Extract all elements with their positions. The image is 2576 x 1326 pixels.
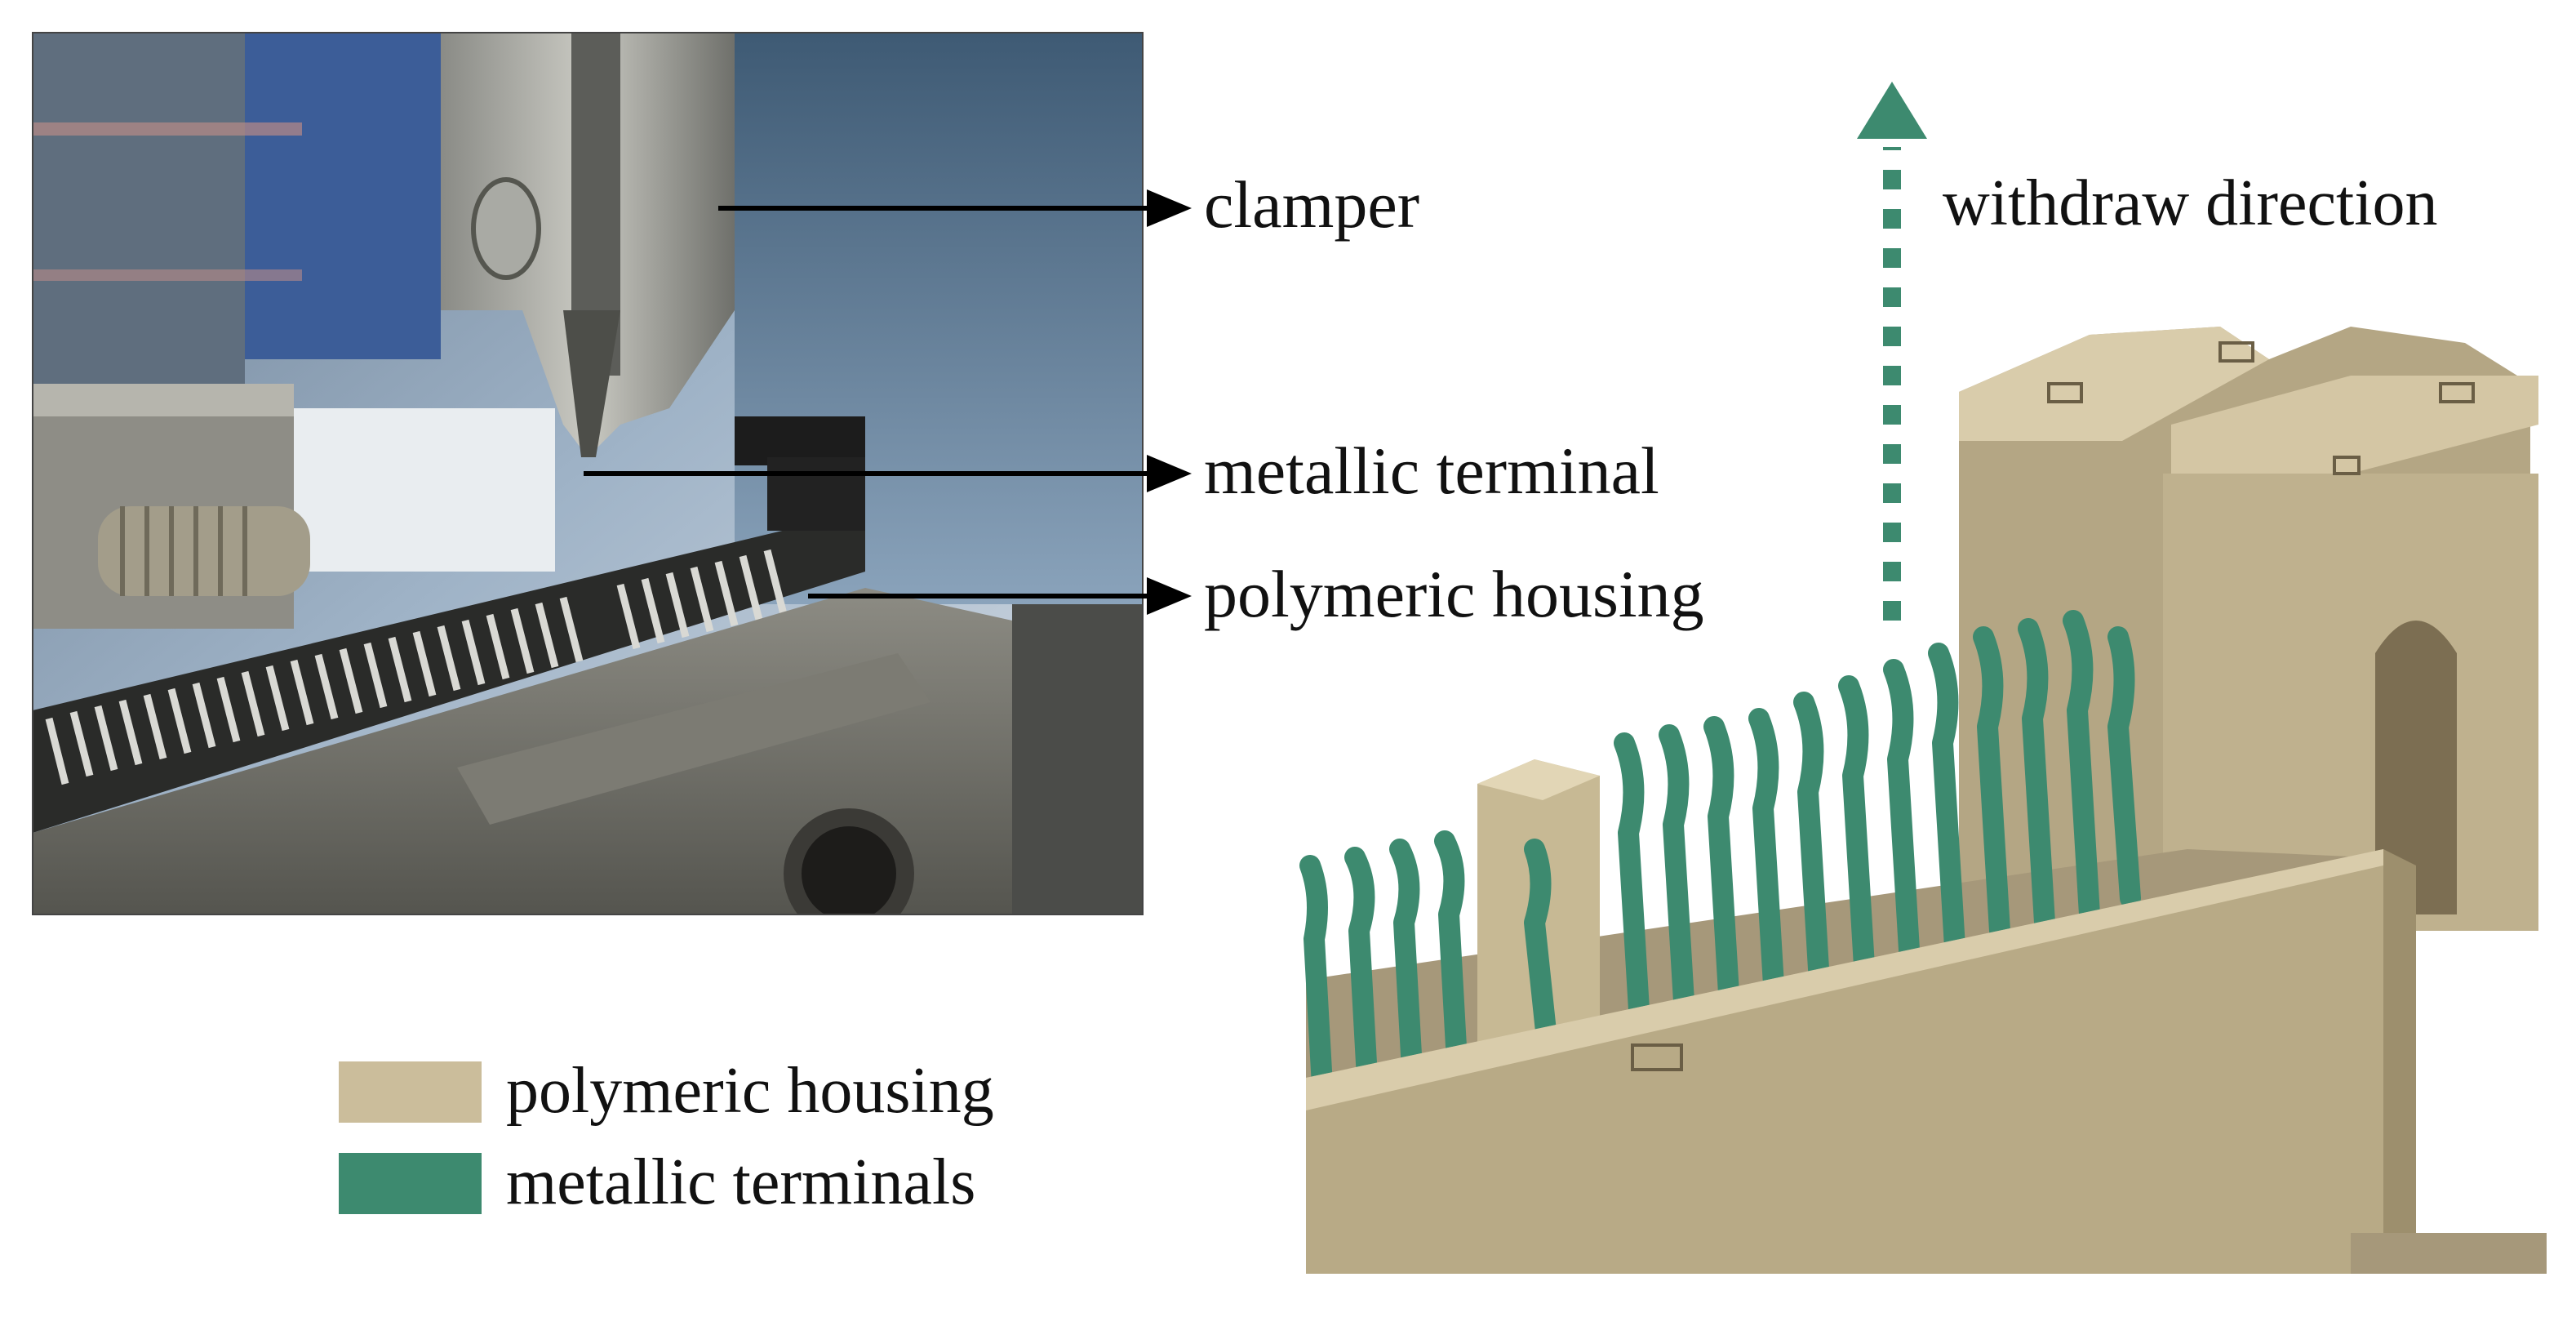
callout-polymeric-housing (808, 577, 1192, 615)
legend-label-polymeric-housing: polymeric housing (506, 1055, 994, 1127)
label-polymeric-housing: polymeric housing (1204, 557, 1704, 631)
cad-terminal-row (1299, 610, 2141, 1097)
legend-swatch-polymeric-housing (339, 1061, 482, 1123)
label-metallic-terminal: metallic terminal (1204, 434, 1659, 508)
label-withdraw-direction: withdraw direction (1943, 167, 2437, 239)
withdraw-arrow (1857, 82, 1927, 621)
connector-cad-model (1299, 327, 2547, 1274)
callout-clamper (718, 189, 1192, 227)
legend: polymeric housing metallic terminals (339, 1055, 994, 1218)
legend-swatch-metallic-terminals (339, 1153, 482, 1214)
label-clamper: clamper (1204, 167, 1419, 242)
legend-label-metallic-terminals: metallic terminals (506, 1146, 975, 1218)
photo-terminal-row (45, 549, 788, 785)
test-setup-photo (33, 33, 1143, 914)
callout-metallic-terminal (584, 455, 1192, 492)
